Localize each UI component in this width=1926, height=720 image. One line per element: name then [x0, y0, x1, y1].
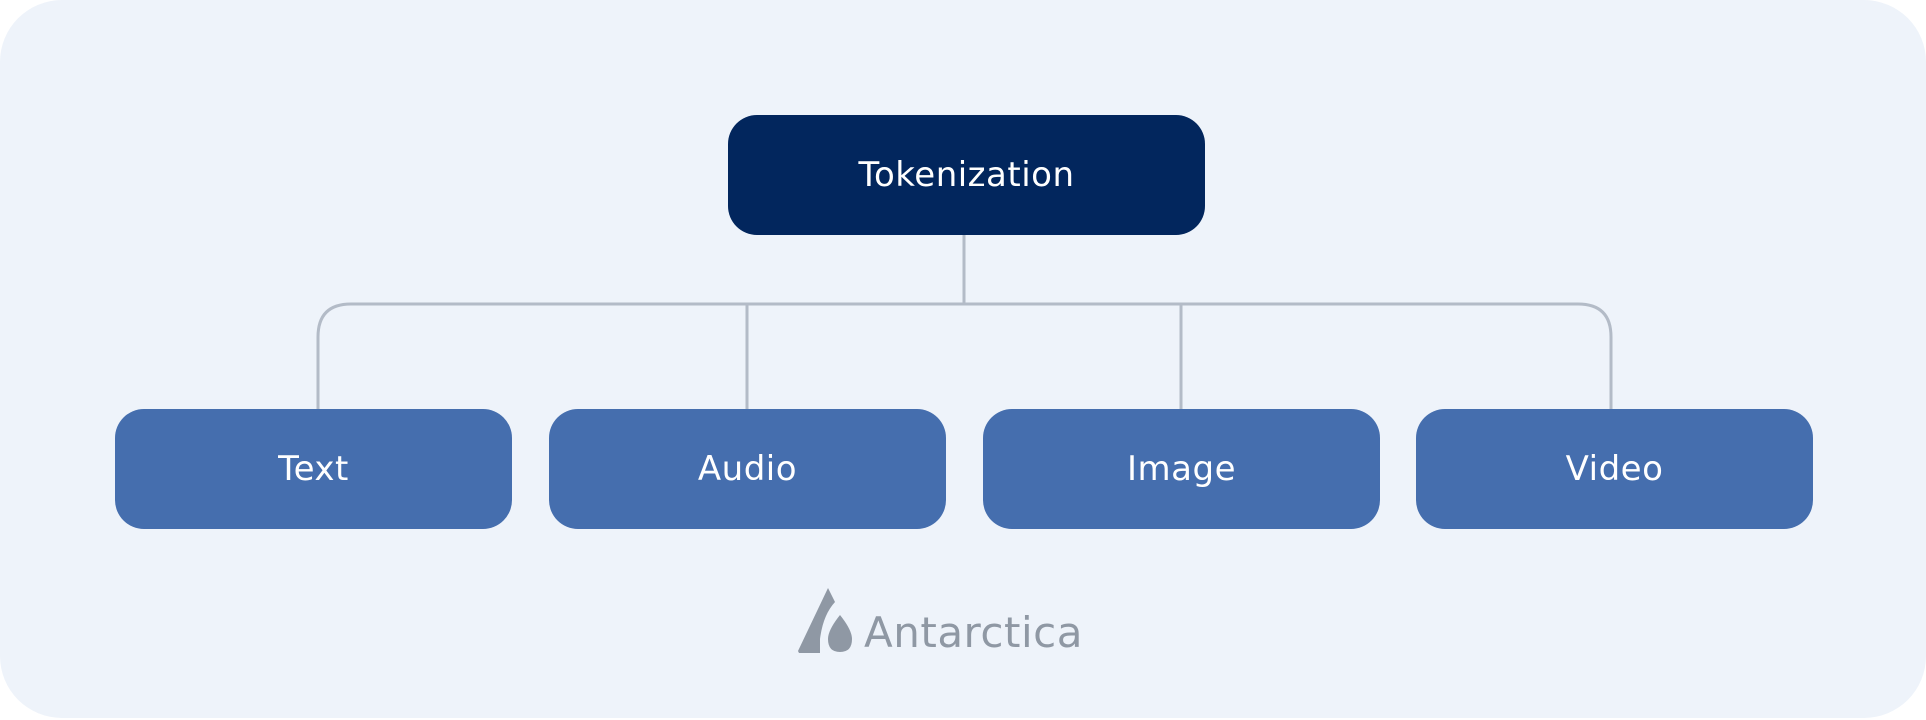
child-node-video: Video — [1416, 409, 1813, 529]
connector-bus — [316, 302, 1613, 409]
root-node-label: Tokenization — [858, 155, 1075, 195]
child-node-audio: Audio — [549, 409, 946, 529]
child-node-label: Image — [1127, 449, 1236, 489]
logo-wordmark: Antarctica — [864, 608, 1083, 657]
antarctica-logo-icon — [798, 588, 852, 653]
child-node-label: Audio — [697, 449, 798, 489]
antarctica-logo: Antarctica — [796, 586, 1083, 656]
child-node-label: Text — [278, 449, 349, 489]
root-node-tokenization: Tokenization — [728, 115, 1205, 235]
child-node-text: Text — [115, 409, 512, 529]
child-node-label: Video — [1565, 449, 1664, 489]
child-node-image: Image — [983, 409, 1380, 529]
